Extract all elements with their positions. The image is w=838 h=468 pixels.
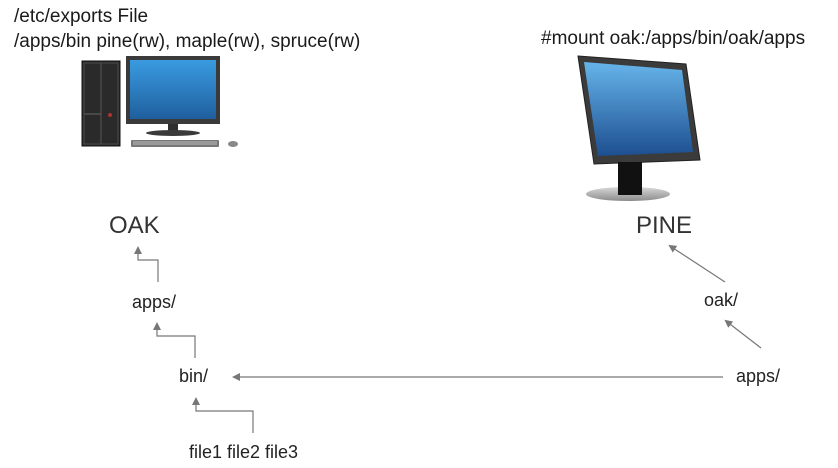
server-dir-apps: apps/ [132, 292, 177, 312]
exports-file-title: /etc/exports File [14, 6, 149, 27]
arrow-apps-to-oak-dir [724, 319, 762, 349]
client-dir-apps: apps/ [736, 366, 781, 386]
desktop-computer-icon [81, 56, 238, 147]
server-dir-bin: bin/ [179, 366, 209, 386]
arrow-oak-to-pine [668, 244, 726, 283]
server-files: file1 file2 file3 [189, 442, 299, 462]
server-name: OAK [109, 212, 160, 239]
exports-file-line: /apps/bin pine(rw), maple(rw), spruce(rw… [14, 31, 361, 52]
mount-command: #mount oak:/apps/bin/oak/apps [541, 28, 806, 49]
arrow-bin-to-apps [153, 322, 196, 358]
arrow-apps-to-oak [134, 246, 159, 282]
arrow-files-to-bin [192, 397, 254, 433]
client-name: PINE [636, 212, 693, 239]
monitor-icon [577, 55, 701, 201]
client-dir-oak: oak/ [704, 290, 739, 310]
